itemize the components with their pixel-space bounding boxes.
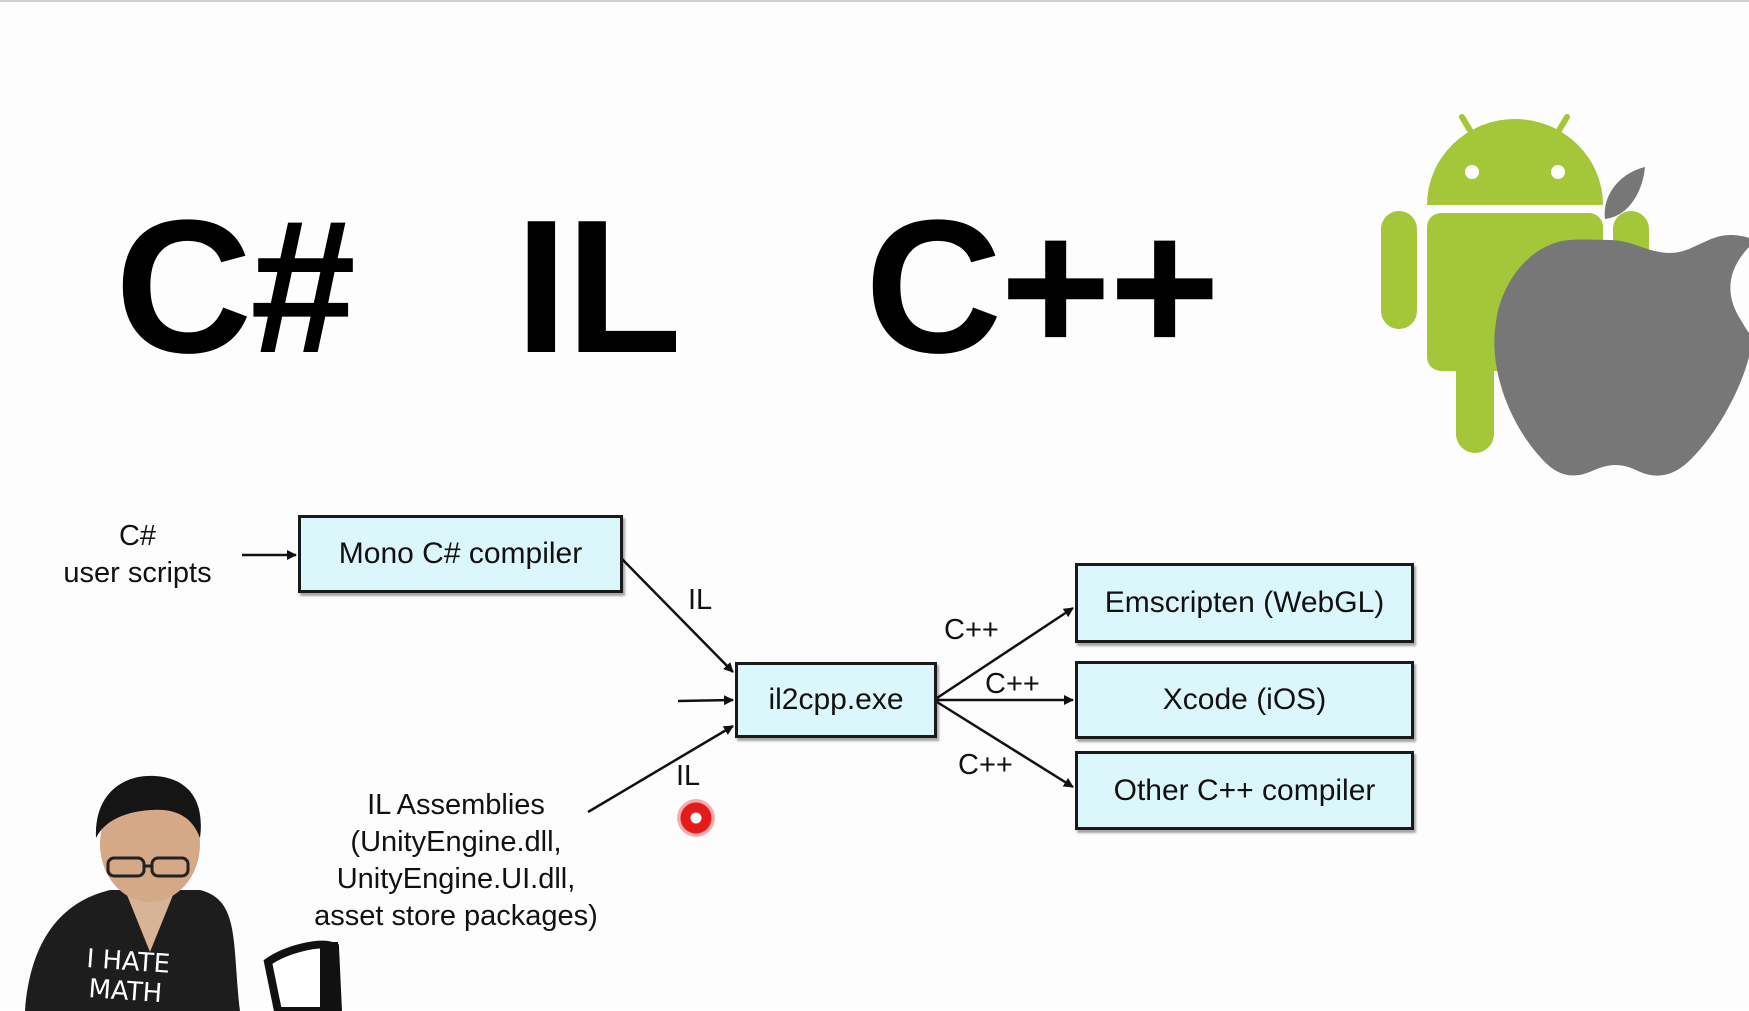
- shirt-text-line-2: MATH: [88, 974, 164, 1009]
- assemblies-line-1: IL Assemblies: [367, 789, 545, 821]
- csharp-scripts-label: C# user scripts: [55, 518, 220, 592]
- edge-label-cpp-top: C++: [944, 614, 999, 646]
- platform-logos: [1381, 114, 1749, 476]
- heading-il: IL: [515, 181, 682, 393]
- xcode-box: Xcode (iOS): [1075, 661, 1414, 739]
- assemblies-line-4: asset store packages): [314, 900, 598, 932]
- il-assemblies-label: IL Assemblies (UnityEngine.dll, UnityEng…: [296, 787, 616, 935]
- edge-label-il-top: IL: [688, 584, 713, 616]
- scripts-label-line-1: C#: [118, 520, 157, 552]
- shirt-text-line-1: I HATE: [86, 944, 171, 980]
- assemblies-line-3: UnityEngine.UI.dll,: [336, 863, 576, 895]
- mono-compiler-box: Mono C# compiler: [298, 515, 623, 593]
- arrow-input-to-il2cpp: [677, 695, 734, 706]
- assemblies-line-2: (UnityEngine.dll,: [350, 826, 562, 858]
- scripts-label-line-2: user scripts: [63, 557, 212, 589]
- other-compiler-box: Other C++ compiler: [1075, 751, 1414, 830]
- arrow-il2cpp-to-webgl: [936, 606, 1074, 700]
- edge-label-cpp-mid: C++: [985, 668, 1040, 700]
- emscripten-box: Emscripten (WebGL): [1075, 563, 1414, 643]
- laser-pointer-icon: [677, 799, 715, 837]
- arrow-il2cpp-to-other: [936, 700, 1074, 789]
- edge-label-cpp-bottom: C++: [958, 749, 1013, 781]
- edge-label-il-bottom: IL: [676, 760, 701, 792]
- apple-logo-icon: [1494, 167, 1749, 476]
- il2cpp-box: il2cpp.exe: [735, 662, 937, 738]
- presenter-figure: I HATE MATH: [25, 775, 343, 1011]
- arrow-assemblies-to-il2cpp: [587, 724, 734, 814]
- webcam-overlay: I HATE MATH: [0, 772, 345, 1011]
- heading-csharp: C#: [115, 181, 356, 393]
- heading-cpp: C++: [865, 181, 1220, 393]
- arrow-compiler-to-il2cpp: [621, 558, 734, 673]
